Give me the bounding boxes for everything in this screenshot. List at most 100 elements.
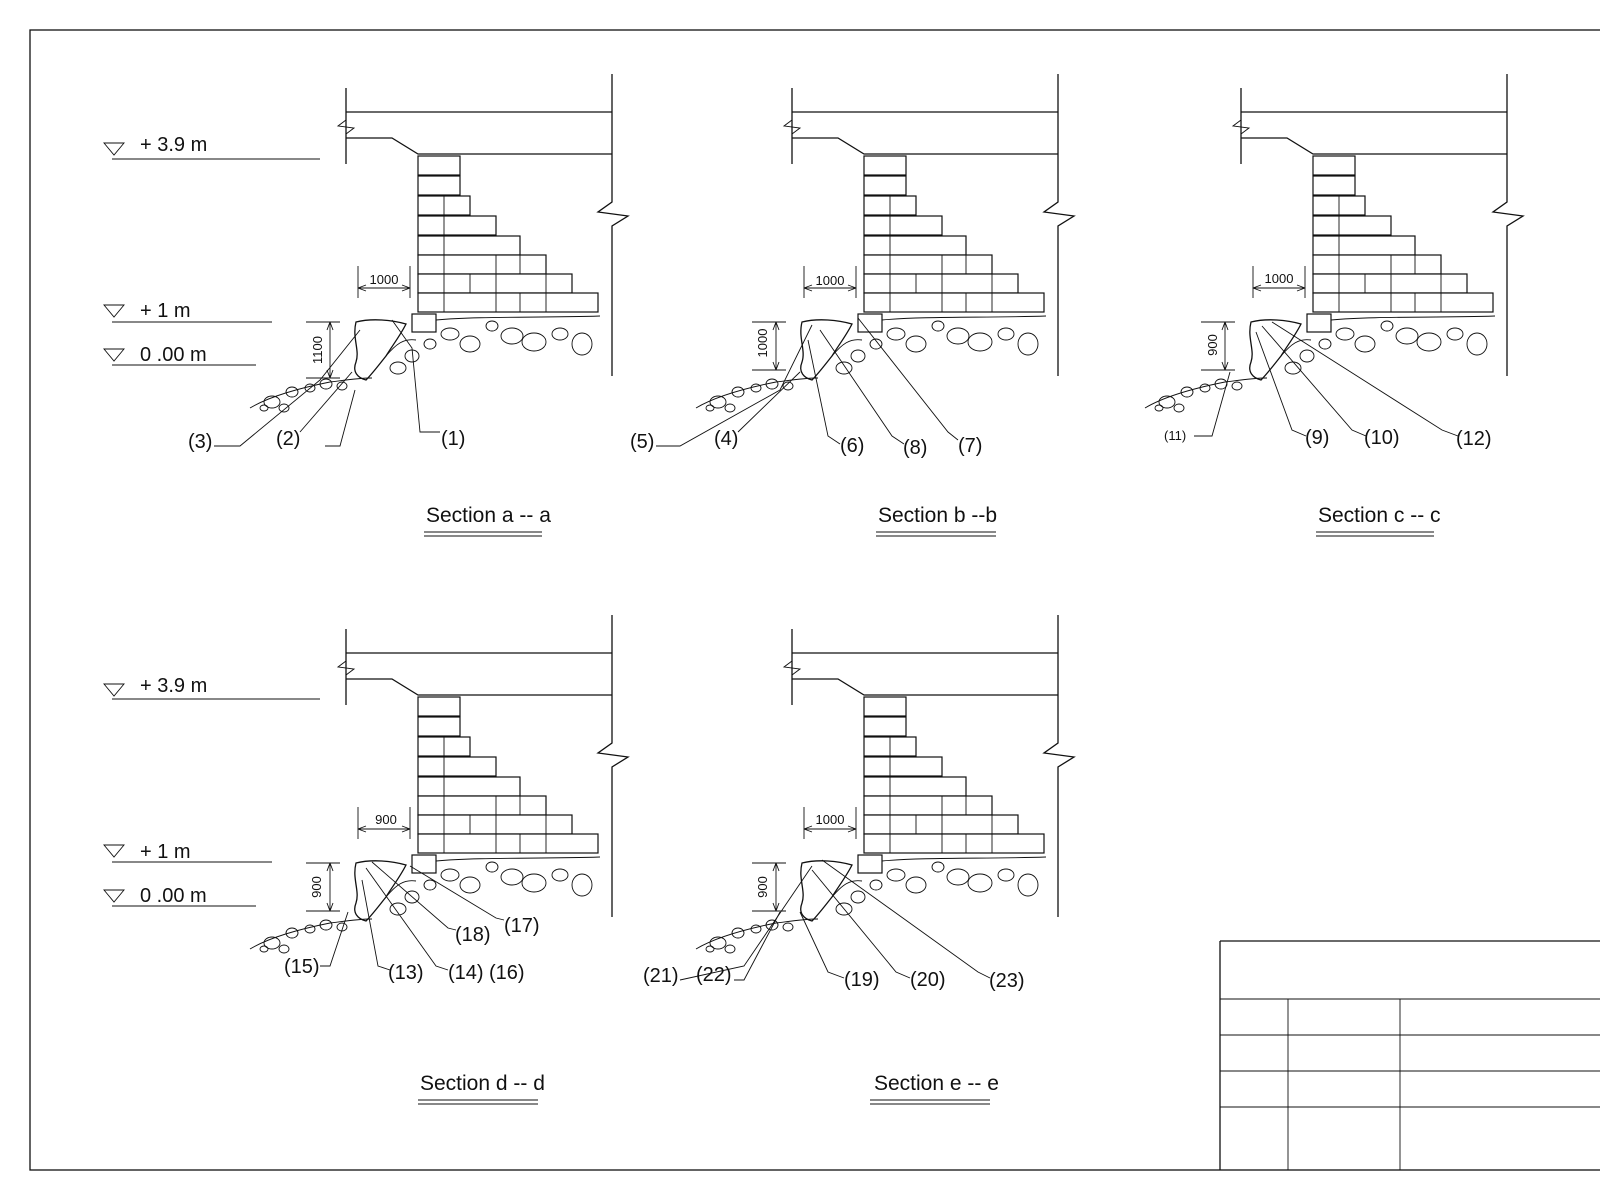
footing-block	[411, 854, 437, 874]
level-label-top: + 3.9 m	[140, 134, 207, 156]
rubble-stone	[886, 868, 906, 882]
section-title-e: Section e -- e	[870, 1072, 999, 1105]
rubble-stone	[304, 924, 316, 934]
leader-line	[819, 329, 905, 445]
rubble-stone	[750, 383, 762, 393]
callout-label: (10)	[1364, 427, 1400, 449]
callout-label: (8)	[903, 437, 927, 459]
callout-label: (16)	[489, 962, 525, 984]
rubble-stone	[731, 386, 745, 398]
rubble-stone	[709, 936, 727, 950]
rubble-stone	[1299, 349, 1315, 363]
leader-line	[1194, 371, 1231, 437]
callout-label: (19)	[844, 969, 880, 991]
level-label-mid: + 1 m	[140, 841, 191, 863]
beam-soffit-line	[1241, 137, 1507, 155]
svg-text:Section c -- c: Section c -- c	[1318, 504, 1441, 527]
dimension-line-horizontal	[357, 284, 411, 292]
svg-text:Section d -- d: Section d -- d	[420, 1072, 545, 1095]
rubble-stone	[1158, 395, 1176, 409]
rubble-stone	[389, 902, 407, 916]
bank-edge-line	[385, 339, 417, 357]
callout-label: (18)	[455, 924, 491, 946]
rubble-stone	[931, 320, 945, 332]
rubble-stone	[551, 868, 569, 882]
rubble-stone	[571, 873, 593, 897]
level-marker-top-row2: + 3.9 m	[103, 675, 320, 700]
callout-label: (6)	[840, 435, 864, 457]
beam-soffit-line	[346, 678, 612, 696]
callout-label: (9)	[1305, 427, 1329, 449]
rubble-stone	[440, 327, 460, 341]
foundation-brick-course	[417, 155, 461, 176]
foundation-brick-course	[863, 756, 943, 777]
slab-break-symbol	[336, 119, 356, 135]
foundation-brick-course	[863, 175, 907, 196]
foundation-brick-course	[417, 833, 599, 854]
foundation-brick-course	[1312, 155, 1356, 176]
rubble-stone	[1154, 404, 1164, 412]
foundation-brick-course	[417, 696, 461, 717]
section-d-drawing	[249, 615, 630, 954]
dimension-line-horizontal	[1252, 284, 1306, 292]
level-marker-zero-row1: 0 .00 m	[103, 344, 256, 366]
wall-line	[596, 74, 630, 376]
foundation-brick-course	[417, 756, 497, 777]
callout-label: (1)	[441, 428, 465, 450]
callout-label: (11)	[1164, 428, 1186, 443]
dim-vertical-c: 900	[1205, 334, 1220, 356]
bank-edge-line	[831, 339, 863, 357]
rubble-stone	[1199, 383, 1211, 393]
rubble-stone	[997, 868, 1015, 882]
rubble-stone	[869, 879, 883, 891]
slab-break-symbol	[1231, 119, 1251, 135]
callout-label: (14)	[448, 962, 484, 984]
slope-line	[249, 377, 373, 409]
section-a-drawing	[249, 74, 630, 413]
rubble-stone	[485, 320, 499, 332]
footing-block	[857, 854, 883, 874]
rubble-stone	[423, 879, 437, 891]
foundation-brick-course	[417, 795, 547, 816]
rubble-stone	[1017, 332, 1039, 356]
ground-line	[881, 315, 1047, 321]
svg-text:Section b --b: Section b --b	[878, 504, 997, 527]
foundation-brick-course	[863, 155, 907, 176]
rubble-stone	[850, 349, 866, 363]
rubble-stone	[946, 868, 970, 886]
slope-line	[249, 918, 373, 950]
ground-line	[435, 856, 601, 862]
eroded-bank	[1249, 319, 1302, 381]
leader-line	[807, 339, 841, 445]
rubble-stone	[304, 383, 316, 393]
rubble-stone	[1466, 332, 1488, 356]
dim-vertical-b: 1000	[755, 329, 770, 358]
ground-line	[881, 856, 1047, 862]
rubble-stone	[709, 395, 727, 409]
rubble-stone	[459, 335, 481, 353]
rubble-stone	[278, 403, 290, 413]
rubble-stone	[319, 919, 333, 931]
callout-label: (23)	[989, 970, 1025, 992]
rubble-stone	[705, 945, 715, 953]
rubble-stone	[1395, 327, 1419, 345]
dimension-line-vertical	[772, 321, 780, 371]
level-marker-mid-row2: + 1 m	[103, 841, 272, 863]
rubble-stone	[1416, 332, 1442, 352]
rubble-stone	[259, 945, 269, 953]
rubble-stone	[423, 338, 437, 350]
beam-soffit-line	[346, 137, 612, 155]
rubble-stone	[782, 381, 794, 391]
title-block	[1219, 940, 1600, 1170]
rubble-stone	[705, 404, 715, 412]
foundation-brick-course	[1312, 292, 1494, 313]
leader-line	[799, 911, 845, 979]
section-b-drawing	[695, 74, 1076, 413]
dimension-line-vertical	[326, 862, 334, 912]
rubble-stone	[1180, 386, 1194, 398]
foundation-brick-course	[417, 254, 547, 275]
rubble-stone	[1318, 338, 1332, 350]
wall-line	[1042, 615, 1076, 917]
level-marker-top-row1: + 3.9 m	[103, 134, 320, 160]
